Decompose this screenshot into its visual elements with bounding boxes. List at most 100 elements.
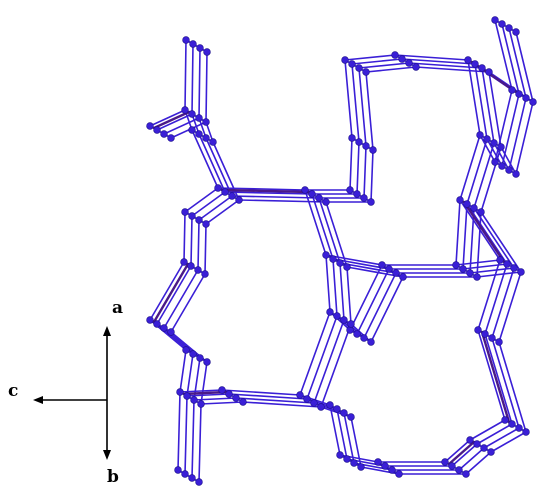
framework-bond [515, 31, 534, 103]
atom-node [505, 166, 513, 174]
framework-bond [235, 397, 315, 404]
stacking-link [377, 461, 400, 475]
atom-node [146, 316, 154, 324]
stacking-link [381, 264, 404, 278]
framework-bond [242, 401, 322, 408]
atom-node [153, 126, 161, 134]
framework-bond [217, 187, 306, 191]
atom-node [483, 135, 491, 143]
stacking-link [185, 349, 208, 363]
framework-bond [163, 269, 199, 329]
framework-bond [394, 54, 469, 61]
stacking-link [299, 394, 322, 408]
framework-bonds [149, 19, 534, 483]
framework-atoms [146, 16, 537, 486]
atom-node [201, 270, 209, 278]
framework-bond [170, 273, 206, 333]
framework-bond [184, 395, 188, 475]
atom-node [455, 466, 463, 474]
framework-bond [344, 59, 353, 139]
framework-bond [191, 43, 194, 115]
atom-node [167, 134, 175, 142]
atom-node [301, 186, 309, 194]
atom-node [463, 200, 471, 208]
axis-c-arrowhead [33, 396, 43, 404]
framework-bond [476, 271, 522, 278]
atom-node [296, 391, 304, 399]
atom-node [336, 451, 344, 459]
atom-node [214, 184, 222, 192]
atom-node [239, 398, 247, 406]
framework-bond [462, 203, 468, 270]
stacking-link [351, 137, 374, 151]
atom-node [399, 273, 407, 281]
framework-bond [149, 261, 185, 321]
atom-node [512, 170, 520, 178]
framework-bond [197, 219, 200, 271]
atom-node [333, 405, 341, 413]
framework-bond [508, 27, 527, 99]
framework-bond [484, 333, 513, 425]
axis-a-label: a [112, 298, 123, 318]
framework-bond [344, 54, 396, 61]
atom-node [355, 138, 363, 146]
framework-bond [465, 451, 492, 475]
atom-node [187, 262, 195, 270]
atom-node [378, 261, 386, 269]
axes-indicator: a b c [8, 298, 123, 487]
framework-bond [336, 408, 348, 460]
atom-node [181, 470, 189, 478]
atom-node [326, 401, 334, 409]
framework-bond [351, 58, 403, 65]
atom-node [452, 261, 460, 269]
framework-bond [184, 187, 219, 213]
atom-node [183, 392, 191, 400]
atom-node [529, 98, 537, 106]
framework-bond [498, 271, 522, 343]
atom-node [381, 462, 389, 470]
atom-node [398, 55, 406, 63]
framework-bond [200, 361, 208, 405]
atom-node [367, 338, 375, 346]
framework-bond-highlight [152, 262, 190, 324]
stacking-link [455, 264, 478, 278]
framework-bond [488, 71, 502, 148]
atom-node [209, 138, 217, 146]
atom-node [174, 466, 182, 474]
atom-node [367, 198, 375, 206]
atom-node [203, 358, 211, 366]
atom-node [326, 308, 334, 316]
framework-bond [481, 67, 495, 144]
framework-bond [186, 353, 194, 397]
framework-bond [365, 66, 417, 73]
atom-node [466, 269, 474, 277]
atom-node [317, 403, 325, 411]
atom-node [180, 258, 188, 266]
atom-node [188, 212, 196, 220]
atom-node [515, 90, 523, 98]
framework-bond [193, 397, 237, 401]
atom-node [474, 326, 482, 334]
atom-node [496, 256, 504, 264]
atom-node [146, 122, 154, 130]
framework-bond [356, 268, 390, 335]
framework-bond [156, 113, 193, 131]
atom-node [512, 28, 520, 36]
stacking-link [349, 189, 372, 203]
atom-node [362, 142, 370, 150]
atom-node [481, 330, 489, 338]
stacking-link [329, 404, 352, 418]
stacking-link [177, 469, 200, 483]
framework-bond [191, 399, 195, 479]
atom-node [462, 470, 470, 478]
framework-bond [508, 97, 527, 171]
atom-node [189, 40, 197, 48]
atom-node [353, 330, 361, 338]
atom-node [343, 455, 351, 463]
framework-bond [205, 51, 208, 123]
framework-bond [477, 259, 501, 331]
atom-node [501, 416, 509, 424]
atom-node [357, 463, 365, 471]
framework-bond-highlight [462, 200, 506, 264]
